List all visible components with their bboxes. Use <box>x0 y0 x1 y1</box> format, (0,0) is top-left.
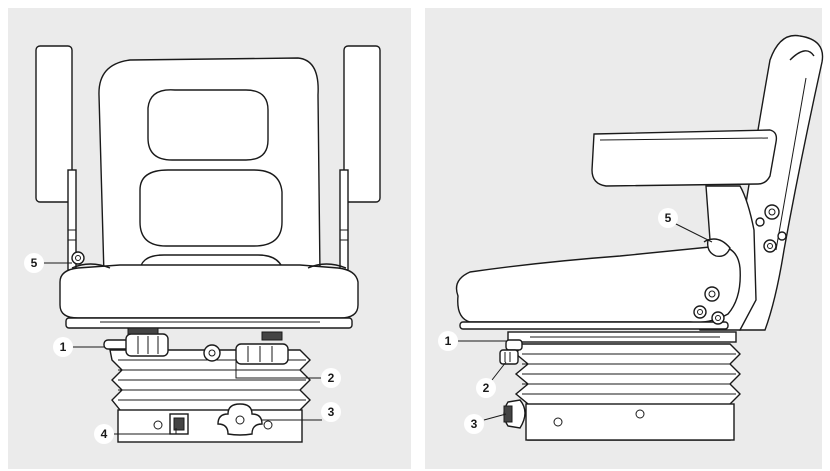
svg-text:3: 3 <box>471 417 478 431</box>
side-armrest <box>591 129 778 187</box>
side-seat-cushion <box>455 239 741 330</box>
right-armrest <box>339 45 381 271</box>
svg-text:1: 1 <box>60 340 67 354</box>
side-callout-2: 2 <box>476 378 496 398</box>
side-rail <box>507 331 737 343</box>
front-knob-5 <box>71 251 85 265</box>
front-leader-lines <box>40 262 322 435</box>
front-lever-1 <box>103 327 169 357</box>
svg-text:3: 3 <box>328 405 335 419</box>
side-leader-lines <box>458 221 713 421</box>
side-bellows <box>514 343 741 441</box>
left-armrest <box>35 45 77 271</box>
front-callout-4: 4 <box>94 424 114 444</box>
side-callout-3: 3 <box>464 414 484 434</box>
side-backrest <box>739 34 824 331</box>
svg-text:1: 1 <box>445 334 452 348</box>
front-callout-1: 1 <box>53 337 73 357</box>
svg-text:4: 4 <box>101 427 108 441</box>
side-knob-3 <box>503 399 526 429</box>
front-knob-3 <box>217 403 263 436</box>
svg-text:2: 2 <box>483 381 490 395</box>
side-knob-5 <box>706 238 731 258</box>
side-seat-illustration <box>455 34 824 441</box>
side-callout-5: 5 <box>658 208 678 228</box>
front-callout-5: 5 <box>24 253 44 273</box>
side-handle-1-2 <box>499 339 523 365</box>
backrest <box>98 57 321 276</box>
svg-text:5: 5 <box>31 256 38 270</box>
seat-cushion <box>59 263 359 329</box>
front-callout-3: 3 <box>321 402 341 422</box>
front-seat-illustration <box>35 45 381 443</box>
front-button-4 <box>169 413 189 435</box>
front-callout-2: 2 <box>321 368 341 388</box>
front-lever-2 <box>203 331 289 365</box>
svg-text:5: 5 <box>665 211 672 225</box>
side-callout-1: 1 <box>438 331 458 351</box>
svg-text:2: 2 <box>328 371 335 385</box>
